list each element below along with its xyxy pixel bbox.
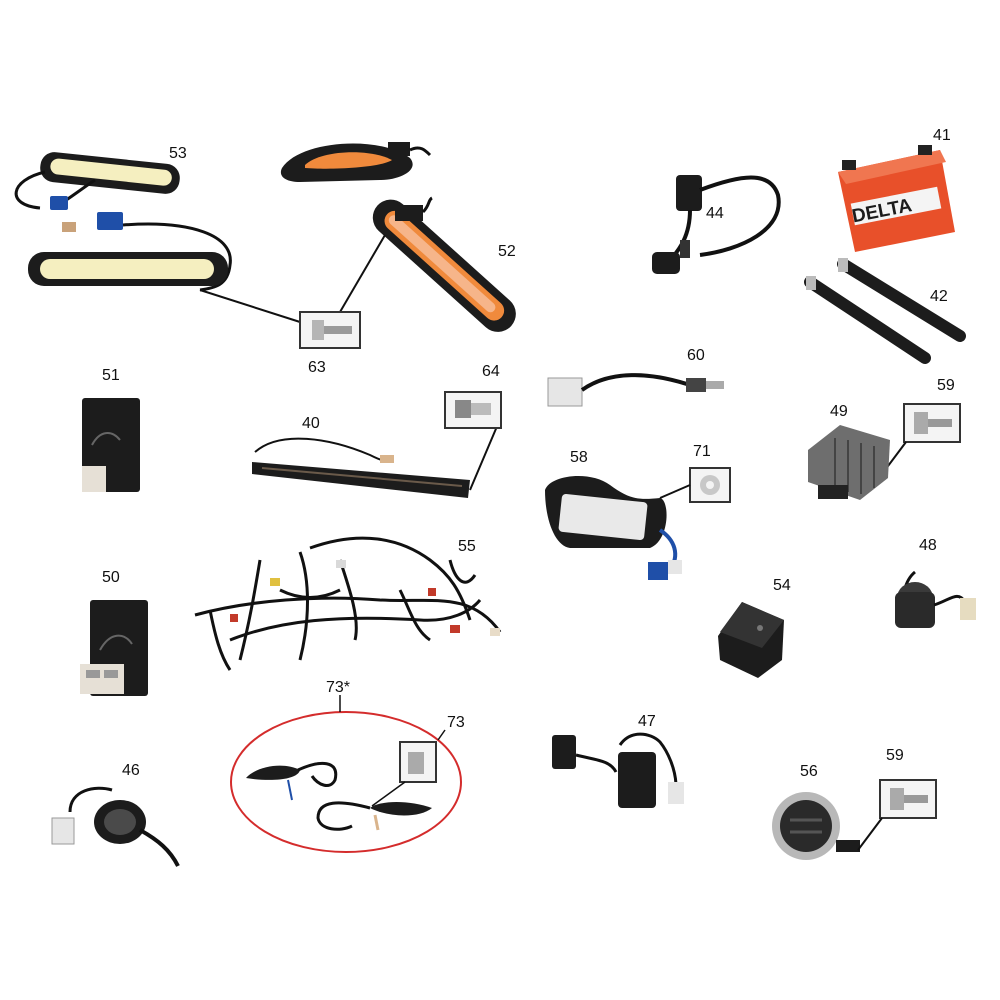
label-48: 48 — [919, 537, 937, 554]
part-47-switch — [552, 732, 684, 808]
label-51: 51 — [102, 367, 120, 384]
part-41-battery: DELTA — [838, 145, 955, 252]
label-59b: 59 — [886, 747, 904, 764]
part-40-led-bar — [252, 423, 499, 498]
label-52: 52 — [498, 243, 516, 260]
part-73-turn-signals — [246, 761, 432, 831]
part-51-cdi-unit — [82, 398, 140, 492]
part-49-regulator — [808, 425, 890, 500]
part-64-connector-inset — [444, 391, 502, 429]
label-49: 49 — [830, 403, 848, 420]
label-54: 54 — [773, 577, 791, 594]
label-50: 50 — [102, 569, 120, 586]
label-63: 63 — [308, 359, 326, 376]
part-50-cdi-unit — [80, 600, 148, 696]
part-55-wiring-harness — [194, 536, 502, 671]
part-44-ignition-coil — [652, 175, 781, 274]
part-59-bolt-inset-lower — [857, 779, 937, 851]
label-53: 53 — [169, 145, 187, 162]
part-58-dashboard — [545, 475, 682, 580]
part-42-battery-straps — [804, 258, 966, 364]
label-42: 42 — [930, 288, 948, 305]
label-44: 44 — [706, 205, 724, 222]
part-73-bolt-inset — [371, 729, 446, 807]
part-63-bolt-inset — [199, 234, 386, 349]
label-59a: 59 — [937, 377, 955, 394]
part-53-drl-strips — [14, 152, 232, 292]
label-41: 41 — [933, 127, 951, 144]
part-46-ignition-switch — [51, 786, 180, 867]
part-71-washer-inset — [659, 467, 731, 503]
label-60: 60 — [687, 347, 705, 364]
part-73-callout-circle — [230, 711, 462, 853]
label-40: 40 — [302, 415, 320, 432]
label-73: 73 — [447, 714, 465, 731]
part-60-sensor-cable — [547, 373, 724, 407]
harness-connectors — [230, 560, 500, 636]
label-58: 58 — [570, 449, 588, 466]
part-52-turn-strips — [280, 142, 516, 332]
label-64: 64 — [482, 363, 500, 380]
label-46: 46 — [122, 762, 140, 779]
part-48-starter-relay — [895, 570, 976, 628]
label-56: 56 — [800, 763, 818, 780]
label-47: 47 — [638, 713, 656, 730]
label-73star: 73* — [326, 679, 350, 696]
part-56-horn — [772, 792, 860, 860]
label-71: 71 — [693, 443, 711, 460]
part-59-bolt-inset-upper — [884, 403, 961, 471]
part-54-flasher-relay — [718, 602, 784, 678]
label-55: 55 — [458, 538, 476, 555]
